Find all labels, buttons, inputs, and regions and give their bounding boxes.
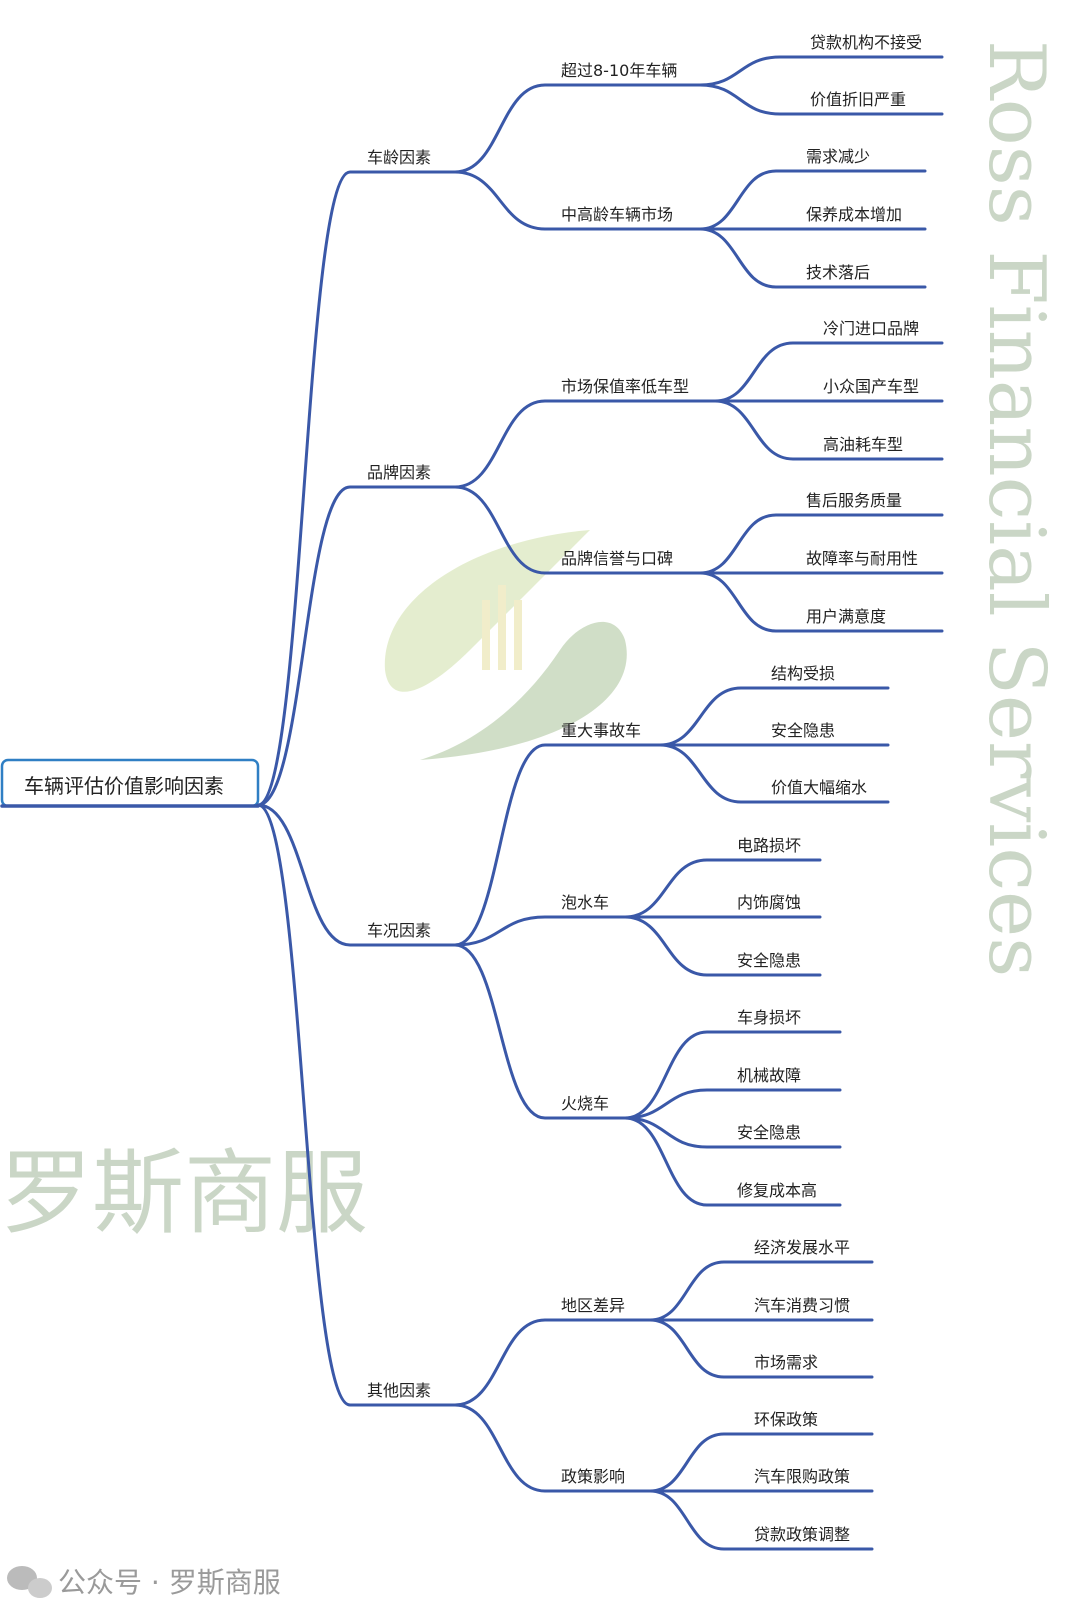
l3-node-label[interactable]: 修复成本高 xyxy=(737,1181,817,1200)
l3-node-label[interactable]: 价值大幅缩水 xyxy=(771,778,867,797)
l3-node-label[interactable]: 汽车消费习惯 xyxy=(754,1296,850,1315)
branch-line-l1 xyxy=(256,803,457,947)
l2-node-label[interactable]: 泡水车 xyxy=(561,893,609,912)
branch-line-l2 xyxy=(453,170,702,231)
branch-line-l3 xyxy=(698,513,944,575)
branch-line-l3 xyxy=(658,686,890,747)
branch-line-l3 xyxy=(623,1088,842,1120)
branch-line-l2 xyxy=(453,743,662,947)
branch-line-l3 xyxy=(698,55,944,87)
l2-node-label[interactable]: 品牌信誉与口碑 xyxy=(561,549,673,568)
watermark-footer: 公众号 · 罗斯商服 xyxy=(58,1566,281,1599)
l2-node-label[interactable]: 重大事故车 xyxy=(561,721,641,740)
watermark-logo xyxy=(384,530,627,760)
branch-line-l3 xyxy=(658,743,890,804)
branch-line-l3 xyxy=(713,399,944,461)
l3-node-label[interactable]: 售后服务质量 xyxy=(806,491,902,510)
branch-line-l3 xyxy=(623,915,822,977)
branch-line-l1 xyxy=(256,170,457,807)
branch-line-l3 xyxy=(698,227,927,289)
branch-line-l3 xyxy=(623,858,822,919)
l3-node-label[interactable]: 安全隐患 xyxy=(737,1123,801,1142)
l1-node-label[interactable]: 车龄因素 xyxy=(367,148,431,167)
l3-node-label[interactable]: 环保政策 xyxy=(754,1410,818,1429)
l3-node-label[interactable]: 贷款政策调整 xyxy=(754,1525,850,1544)
l3-node-label[interactable]: 价值折旧严重 xyxy=(810,90,906,109)
l3-node-label[interactable]: 冷门进口品牌 xyxy=(823,319,919,338)
branch-line-l2 xyxy=(453,83,702,174)
l3-node-label[interactable]: 内饰腐蚀 xyxy=(737,893,801,912)
branch-line-l2 xyxy=(453,399,717,489)
branch-line-l2 xyxy=(453,485,702,575)
l3-node-label[interactable]: 技术落后 xyxy=(806,263,870,282)
watermark: Ross Financial Services 罗斯商服 公众号 · 罗斯商服 xyxy=(0,40,1061,1599)
l2-node-label[interactable]: 地区差异 xyxy=(561,1296,625,1315)
l2-node-label[interactable]: 中高龄车辆市场 xyxy=(561,205,673,224)
l3-node-label[interactable]: 电路损坏 xyxy=(737,836,801,855)
branch-line-l3 xyxy=(698,83,944,116)
branch-line-l3 xyxy=(648,1318,874,1379)
branch-line-l3 xyxy=(648,1432,874,1493)
l3-node-label[interactable]: 汽车限购政策 xyxy=(754,1467,850,1486)
l1-node-label[interactable]: 车况因素 xyxy=(367,921,431,940)
l3-node-label[interactable]: 贷款机构不接受 xyxy=(810,33,922,52)
l3-node-label[interactable]: 经济发展水平 xyxy=(754,1238,850,1257)
branch-line-l2 xyxy=(453,943,627,1120)
branch-line-l3 xyxy=(698,571,944,633)
l3-node-label[interactable]: 结构受损 xyxy=(771,664,835,683)
root-node-label[interactable]: 车辆评估价值影响因素 xyxy=(24,774,224,798)
l3-node-label[interactable]: 保养成本增加 xyxy=(806,205,902,224)
wechat-icon xyxy=(7,1566,52,1598)
l2-node-label[interactable]: 市场保值率低车型 xyxy=(561,377,689,396)
branch-line-l2 xyxy=(453,1403,652,1493)
l3-node-label[interactable]: 车身损坏 xyxy=(737,1008,801,1027)
branch-line-l1 xyxy=(256,803,457,1407)
branch-line-l3 xyxy=(623,1030,842,1120)
branch-line-l2 xyxy=(453,915,627,947)
branch-line-l3 xyxy=(623,1116,842,1207)
branch-line-l1 xyxy=(256,485,457,807)
l2-node-label[interactable]: 火烧车 xyxy=(561,1094,609,1113)
watermark-chinese: 罗斯商服 xyxy=(0,1140,368,1247)
l3-node-label[interactable]: 安全隐患 xyxy=(771,721,835,740)
l3-node-label[interactable]: 用户满意度 xyxy=(806,607,886,626)
branch-line-l3 xyxy=(698,169,927,231)
branch-line-l3 xyxy=(623,1116,842,1149)
branch-line-l3 xyxy=(648,1260,874,1322)
l3-node-label[interactable]: 机械故障 xyxy=(737,1066,801,1085)
branch-line-l3 xyxy=(648,1489,874,1551)
l3-node-label[interactable]: 高油耗车型 xyxy=(823,435,903,454)
branch-line-l2 xyxy=(453,1318,652,1407)
branch-line-l3 xyxy=(713,341,944,403)
l3-node-label[interactable]: 需求减少 xyxy=(806,147,870,166)
l2-node-label[interactable]: 政策影响 xyxy=(561,1467,625,1486)
watermark-english: Ross Financial Services xyxy=(971,40,1061,977)
l3-node-label[interactable]: 小众国产车型 xyxy=(823,377,919,396)
l1-node-label[interactable]: 品牌因素 xyxy=(367,463,431,482)
l1-node-label[interactable]: 其他因素 xyxy=(367,1381,431,1400)
l2-node-label[interactable]: 超过8-10年车辆 xyxy=(561,61,677,80)
l3-node-label[interactable]: 故障率与耐用性 xyxy=(806,549,918,568)
l3-node-label[interactable]: 安全隐患 xyxy=(737,951,801,970)
l3-node-label[interactable]: 市场需求 xyxy=(754,1353,818,1372)
